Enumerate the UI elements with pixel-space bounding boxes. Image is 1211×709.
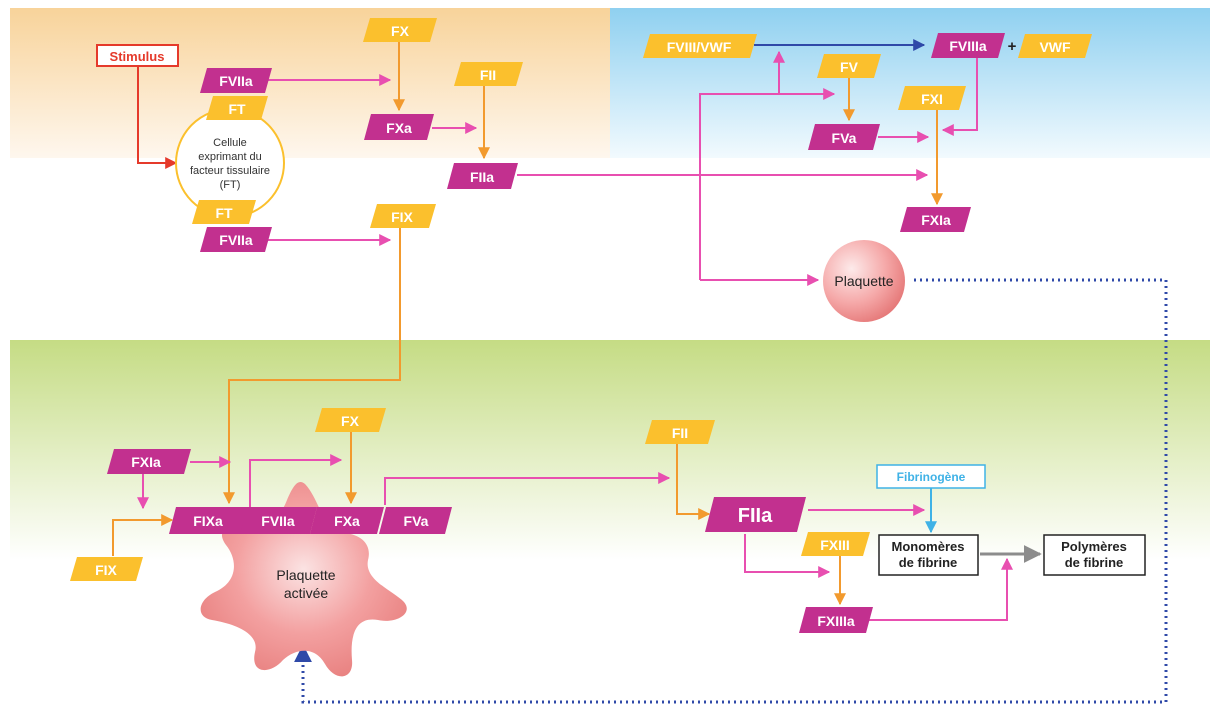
monomeres-line-2: de fibrine <box>899 555 958 570</box>
factor-fviii-vwf: FVIII/VWF <box>643 34 757 58</box>
cell-label-line-1: Cellule <box>213 137 247 149</box>
stimulus-label: Stimulus <box>110 49 165 64</box>
arrow-fviia-to-fx-bottom <box>249 454 343 510</box>
factor-fx-bottom-label: FX <box>341 413 360 429</box>
arrow-fiia-to-fxiii <box>744 534 831 578</box>
factor-fxa-complex-label: FXa <box>334 513 360 529</box>
arrow-fix-bottom-to-fixa <box>112 514 174 556</box>
zone-plasma-background <box>610 8 1210 158</box>
factor-fxa-top: FXa <box>364 114 434 140</box>
arrow-fxiiia-to-polymerisation <box>866 557 1013 621</box>
arrow-fviiia-to-fxi <box>941 58 978 136</box>
factor-fxia-top: FXIa <box>900 207 971 232</box>
factor-fiia-big-label: FIIa <box>738 505 773 527</box>
factor-fviia-complex: FVIIa <box>240 507 317 534</box>
polymeres-line-2: de fibrine <box>1065 555 1124 570</box>
factor-fxiii-label: FXIII <box>820 537 850 553</box>
stimulus-box <box>96 44 179 67</box>
factor-fii-bottom-label: FII <box>672 425 688 441</box>
factor-fiia-top-label: FIIa <box>470 169 494 185</box>
zone-tissue-background <box>10 8 610 158</box>
fibrinogene-box <box>876 464 986 489</box>
plaquette-activee-line-2: activée <box>284 585 329 601</box>
factor-ft-top-label: FT <box>228 101 246 117</box>
factor-ft-bottom: FT <box>192 200 256 224</box>
factor-fix-bottom: FIX <box>70 557 143 581</box>
factor-fxiiia-label: FXIIIa <box>817 613 855 629</box>
factor-fiia-top: FIIa <box>447 163 518 189</box>
factor-fii-top: FII <box>454 62 523 86</box>
polymeres-box <box>1043 534 1146 576</box>
factor-fviii-vwf-label: FVIII/VWF <box>667 39 732 55</box>
factor-fxiii: FXIII <box>801 532 870 556</box>
factor-fx-top-label: FX <box>391 23 410 39</box>
factor-fviia-bottom-label: FVIIa <box>219 232 253 248</box>
factor-fxa-top-label: FXa <box>386 120 412 136</box>
factor-fva-complex: FVa <box>379 507 452 534</box>
feedback-dotted-line <box>294 278 1168 704</box>
arrow-stimulus-to-cell <box>137 66 178 169</box>
factor-fx-top: FX <box>363 18 437 42</box>
factor-fva-top: FVa <box>808 124 880 150</box>
factor-vwf-label: VWF <box>1039 39 1071 55</box>
thrombin-branch-line <box>699 88 836 280</box>
factor-fxia-bottom: FXIa <box>107 449 191 474</box>
factor-fviia-bottom: FVIIa <box>200 227 272 252</box>
cell-label-line-3: facteur tissulaire <box>190 165 270 177</box>
arrow-prothrombinase-to-fii <box>384 472 671 505</box>
factor-fxi-top: FXI <box>898 86 966 110</box>
arrow-fii-to-fiia-big <box>676 444 711 520</box>
factor-fxi-top-label: FXI <box>921 91 943 107</box>
factor-fiia-big: FIIa <box>705 497 806 532</box>
factor-fixa-label: FIXa <box>193 513 223 529</box>
factor-fxia-bottom-label: FXIa <box>131 454 161 470</box>
polymeres-line-1: Polymères <box>1061 539 1127 554</box>
factor-fx-bottom: FX <box>315 408 386 432</box>
factor-fviia-top: FVIIa <box>200 68 272 93</box>
cell-label-line-2: exprimant du <box>198 151 262 163</box>
factor-fii-top-label: FII <box>480 67 496 83</box>
monomeres-line-1: Monomères <box>892 539 965 554</box>
factor-fxia-top-label: FXIa <box>921 212 951 228</box>
factor-ft-top: FT <box>206 96 268 120</box>
factor-fva-complex-label: FVa <box>404 513 429 529</box>
plaquette-activee-line-1: Plaquette <box>276 567 335 583</box>
factor-fii-bottom: FII <box>645 420 715 444</box>
cell-label-line-4: (FT) <box>220 179 241 191</box>
factor-fxa-complex: FXa <box>310 507 384 534</box>
factor-fixa: FIXa <box>169 507 248 534</box>
factor-fviia-top-label: FVIIa <box>219 73 253 89</box>
factor-fix-top: FIX <box>370 204 436 228</box>
factor-fviia-complex-label: FVIIa <box>261 513 295 529</box>
factor-vwf: VWF <box>1018 34 1092 58</box>
factor-fv-top: FV <box>817 54 881 78</box>
plus-sign: + <box>1008 38 1017 55</box>
monomeres-box <box>878 534 979 576</box>
arrow-fix-to-fixa <box>223 226 401 505</box>
factor-fxiiia: FXIIIa <box>799 607 873 633</box>
factor-fix-bottom-label: FIX <box>95 562 117 578</box>
factor-fviiia: FVIIIa <box>931 33 1005 58</box>
factor-ft-bottom-label: FT <box>215 205 233 221</box>
factor-fv-top-label: FV <box>840 59 859 75</box>
plaquette-label: Plaquette <box>834 273 893 289</box>
factor-fviiia-label: FVIIIa <box>949 38 987 54</box>
plaquette-sphere <box>823 240 905 322</box>
fibrinogene-label: Fibrinogène <box>897 470 966 484</box>
factor-fix-top-label: FIX <box>391 209 413 225</box>
factor-fva-top-label: FVa <box>832 130 857 146</box>
